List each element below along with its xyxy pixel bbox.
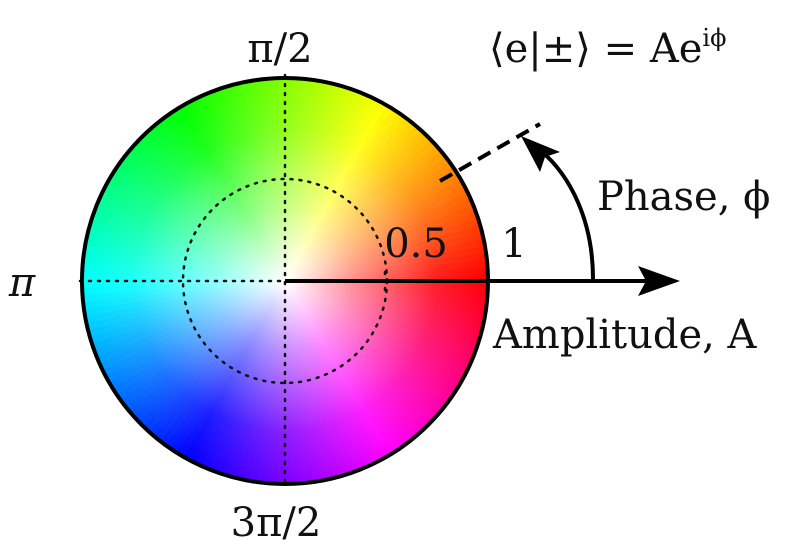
amplitude-arrow-head: [638, 266, 680, 296]
label-radius-one: 1: [501, 221, 526, 267]
label-phase: Phase, ϕ: [597, 174, 770, 220]
label-pi: π: [8, 260, 36, 306]
label-amplitude: Amplitude, A: [492, 312, 758, 358]
label-pi-over-2: π/2: [247, 26, 312, 72]
label-3pi-over-2: 3π/2: [231, 500, 322, 546]
equation-main: ⟨e|±⟩ = Ae: [489, 26, 702, 72]
phase-arc-arrowhead: [521, 136, 560, 172]
phase-arc: [538, 148, 595, 280]
phase-dashed-ray: [439, 122, 541, 183]
equation: ⟨e|±⟩ = Aeiϕ: [489, 24, 726, 72]
equation-superscript: iϕ: [702, 24, 726, 52]
label-radius-half: 0.5: [384, 221, 448, 267]
